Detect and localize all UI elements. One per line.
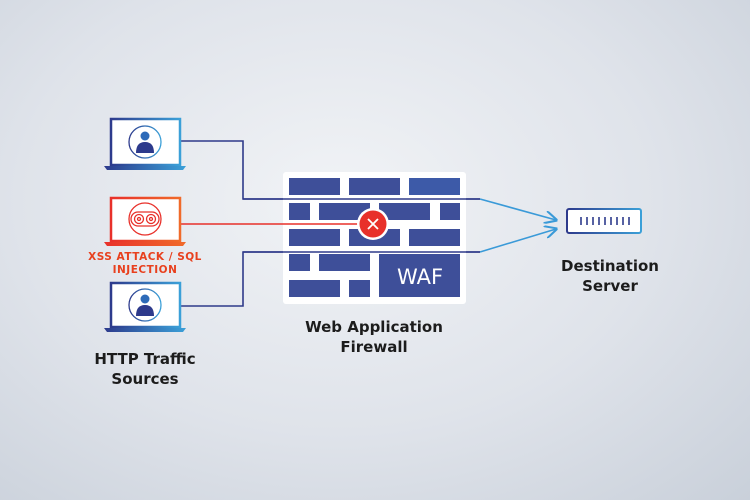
server-icon [566,208,642,241]
x-circle-icon [357,208,389,240]
attack-label: XSS ATTACK / SQL INJECTION [70,251,220,277]
destination-label-line2: Server [582,277,638,295]
robot-icon [128,202,162,236]
firewall-label: Web Application Firewall [284,317,464,357]
user-icon [128,288,162,322]
sources-label: HTTP Traffic Sources [65,349,225,389]
firewall-label-line1: Web Application [305,318,443,336]
attack-label-line2: INJECTION [112,264,178,276]
destination-label-line1: Destination [561,257,659,275]
laptop-user-bottom [104,281,186,332]
sources-label-line2: Sources [111,370,179,388]
destination-label: Destination Server [540,256,680,296]
waf-badge-block [379,254,460,297]
attack-label-line1: XSS ATTACK / SQL [88,251,202,263]
sources-label-line1: HTTP Traffic [94,350,196,368]
waf-badge: WAF [397,265,443,289]
user-icon [128,125,162,159]
firewall-label-line2: Firewall [340,338,408,356]
laptop-attacker [104,196,186,246]
laptop-user-top [104,117,186,170]
